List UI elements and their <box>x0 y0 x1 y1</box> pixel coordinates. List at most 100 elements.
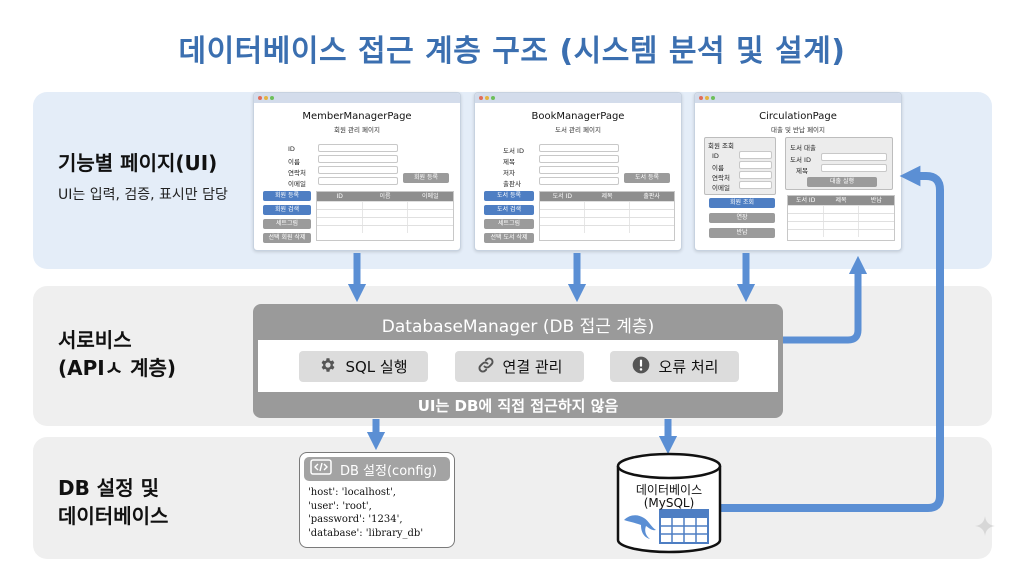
table-row[interactable] <box>788 213 894 221</box>
field-label-id: ID <box>712 152 719 160</box>
column-header-id: ID <box>336 193 343 200</box>
book-id-input[interactable] <box>539 144 619 152</box>
register-member-button[interactable]: 회원 등록 <box>403 173 449 183</box>
table-row[interactable] <box>317 217 453 225</box>
sparkle-icon <box>975 516 995 536</box>
error-handling-feature: 오류 처리 <box>610 351 739 382</box>
window-title-bar <box>475 93 681 103</box>
book-loan-panel-title: 도서 대출 <box>790 144 816 152</box>
link-icon <box>477 356 495 378</box>
maximize-dot <box>270 96 274 100</box>
column-header-book-id: 도서 ID <box>795 197 816 204</box>
book-title-input[interactable] <box>539 155 619 163</box>
circulation-page-subtitle: 대출 및 반납 페이지 <box>770 126 826 134</box>
side-search-button[interactable]: 도서 검색 <box>484 205 534 215</box>
window-title-bar <box>695 93 901 103</box>
member-manager-page-window: MemberManagerPage 회원 관리 페이지 ID 이름 연락처 이메… <box>253 92 461 251</box>
field-label-publisher: 출판사 <box>503 180 521 188</box>
close-dot <box>699 96 703 100</box>
db-config-header: DB 설정(config) <box>304 457 450 481</box>
service-to-circulation-arrow <box>783 255 868 344</box>
table-row[interactable] <box>788 205 894 213</box>
book-publisher-input[interactable] <box>539 177 619 185</box>
minimize-dot <box>705 96 709 100</box>
database-manager-footer: UI는 DB에 직접 접근하지 않음 <box>417 397 619 415</box>
field-label-id: ID <box>288 145 295 153</box>
table-row[interactable] <box>540 209 674 217</box>
table-row[interactable] <box>317 201 453 209</box>
field-label-name: 이름 <box>288 158 300 166</box>
field-label-book-id: 도서 ID <box>503 147 524 155</box>
connection-management-label: 연결 관리 <box>502 358 563 376</box>
table-header: ID 이름 이메일 <box>317 192 453 201</box>
side-delete-button[interactable]: 선택 회원 삭제 <box>263 233 311 243</box>
loan-book-id-input[interactable] <box>821 153 887 161</box>
side-search-button[interactable]: 회원 검색 <box>263 205 311 215</box>
database-manager-box: DatabaseManager (DB 접근 계층) SQL 실행 연결 관리 … <box>253 304 783 418</box>
sql-execution-label: SQL 실행 <box>345 358 408 376</box>
book-manager-page-window: BookManagerPage 도서 관리 페이지 도서 ID 제목 저자 출판… <box>474 92 682 251</box>
table-row[interactable] <box>788 229 894 237</box>
table-row[interactable] <box>317 225 453 233</box>
table-icon <box>659 509 709 544</box>
side-delete-button[interactable]: 선택 도서 삭제 <box>484 233 534 243</box>
table-row[interactable] <box>540 201 674 209</box>
field-label-contact: 연락처 <box>288 169 306 177</box>
book-page-subtitle: 도서 관리 페이지 <box>555 126 601 134</box>
execute-loan-button[interactable]: 대출 실행 <box>807 177 877 187</box>
error-handling-label: 오류 처리 <box>658 358 719 376</box>
database-to-circulation-arrow <box>718 165 944 512</box>
page-title: 데이터베이스 접근 계층 구조 (시스템 분석 및 설계) <box>178 34 846 69</box>
ui-layer-description: UI는 입력, 검증, 표시만 담당 <box>58 187 228 203</box>
table-header: 도서 ID 제목 반납 <box>788 196 894 205</box>
loan-table: 도서 ID 제목 반납 <box>787 195 895 241</box>
close-dot <box>479 96 483 100</box>
field-label-name: 이름 <box>712 164 724 172</box>
side-register-button[interactable]: 도서 등록 <box>484 191 534 201</box>
side-refresh-button[interactable]: 세트그림 <box>263 219 311 229</box>
connection-management-feature: 연결 관리 <box>455 351 584 382</box>
lookup-contact-input[interactable] <box>739 171 772 179</box>
table-row[interactable] <box>317 209 453 217</box>
table-row[interactable] <box>788 221 894 229</box>
field-label-title: 제목 <box>796 167 808 175</box>
lookup-id-input[interactable] <box>739 151 772 159</box>
extend-button[interactable]: 연장 <box>709 213 775 223</box>
close-dot <box>258 96 262 100</box>
database-manager-title: DatabaseManager (DB 접근 계층) <box>381 317 655 337</box>
member-email-input[interactable] <box>318 177 398 185</box>
member-lookup-button[interactable]: 회원 조회 <box>709 198 775 208</box>
lookup-name-input[interactable] <box>739 161 772 169</box>
minimize-dot <box>264 96 268 100</box>
register-book-button[interactable]: 도서 등록 <box>624 173 670 183</box>
return-button[interactable]: 반납 <box>709 228 775 238</box>
loan-title-input[interactable] <box>821 164 887 172</box>
book-author-input[interactable] <box>539 166 619 174</box>
maximize-dot <box>491 96 495 100</box>
member-name-input[interactable] <box>318 155 398 163</box>
member-id-input[interactable] <box>318 144 398 152</box>
database-label-line2: (MySQL) <box>643 496 695 510</box>
side-register-button[interactable]: 회원 등록 <box>263 191 311 201</box>
db-config-card: DB 설정(config) 'host': 'localhost','user'… <box>299 452 455 548</box>
side-refresh-button[interactable]: 세트그림 <box>484 219 534 229</box>
sql-execution-feature: SQL 실행 <box>299 351 428 382</box>
db-layer-label-line2: 데이터베이스 <box>58 504 169 528</box>
member-contact-input[interactable] <box>318 166 398 174</box>
field-label-book-id: 도서 ID <box>790 156 811 164</box>
member-table: ID 이름 이메일 <box>316 191 454 241</box>
database-cylinder <box>616 452 722 554</box>
gear-icon <box>319 356 337 378</box>
window-title-bar <box>254 93 460 103</box>
ui-layer-label: 기능별 페이지(UI) <box>58 151 218 175</box>
field-label-email: 이메일 <box>288 180 306 188</box>
lookup-email-input[interactable] <box>739 181 772 189</box>
alert-icon <box>631 355 651 379</box>
circulation-page-window: CirculationPage 대출 및 반납 페이지 회원 조회 ID 이름 … <box>694 92 902 251</box>
table-row[interactable] <box>540 225 674 233</box>
table-row[interactable] <box>540 217 674 225</box>
db-layer-label-line1: DB 설정 및 <box>58 476 159 500</box>
config-line: 'database': 'library_db' <box>308 527 424 539</box>
book-page-title: BookManagerPage <box>531 111 625 122</box>
